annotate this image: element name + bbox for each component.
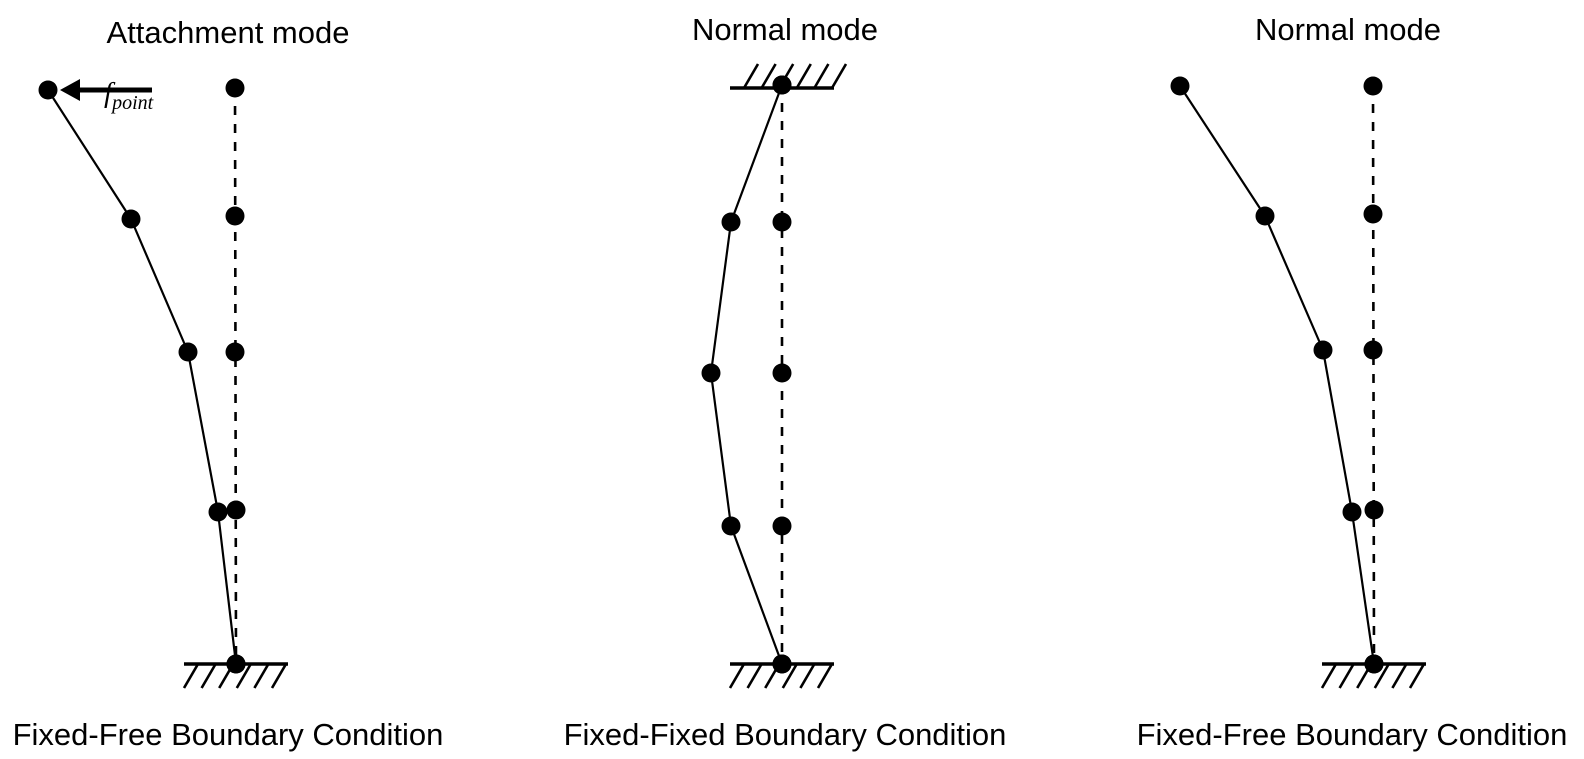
reference-node-marker bbox=[1363, 340, 1383, 360]
mode-node-marker bbox=[38, 80, 58, 100]
reference-node-marker bbox=[226, 500, 246, 520]
force-label: fpoint bbox=[104, 77, 154, 114]
force-arrow-head bbox=[60, 79, 80, 101]
support-hatch-line bbox=[182, 663, 200, 689]
support-hatch-line bbox=[830, 63, 848, 89]
force-annotation: fpoint bbox=[60, 77, 154, 114]
panel-title: Attachment mode bbox=[107, 15, 350, 50]
reference-node-marker bbox=[772, 212, 792, 232]
support-hatch-line bbox=[1408, 663, 1426, 689]
reference-node-marker bbox=[772, 363, 792, 383]
support-hatch-line bbox=[760, 63, 777, 89]
undeformed-reference-line bbox=[233, 87, 238, 665]
mode-node-marker bbox=[772, 654, 792, 674]
mode-node-marker bbox=[721, 516, 741, 536]
support-hatch-line bbox=[742, 63, 760, 89]
panel-title: Normal mode bbox=[1255, 12, 1441, 47]
support-hatch-line bbox=[813, 63, 830, 89]
support-hatch-line bbox=[816, 663, 834, 689]
reference-node-marker bbox=[225, 78, 245, 98]
support-hatch-line bbox=[1338, 663, 1355, 689]
support-hatch-line bbox=[728, 663, 746, 689]
support-hatch-line bbox=[200, 663, 217, 689]
support-hatch-line bbox=[1373, 663, 1390, 689]
support-hatch-line bbox=[746, 663, 763, 689]
mode-node-marker bbox=[1170, 76, 1190, 96]
support-hatch-line bbox=[1320, 663, 1338, 689]
mode-node-marker bbox=[1364, 654, 1384, 674]
mode-node-marker bbox=[1255, 206, 1275, 226]
support-hatch-line bbox=[1391, 663, 1408, 689]
support-hatch-line bbox=[781, 663, 798, 689]
mode-node-marker bbox=[772, 75, 792, 95]
panel-title: Normal mode bbox=[692, 12, 878, 47]
support-hatch-line bbox=[270, 663, 288, 689]
mode-node-marker bbox=[1342, 502, 1362, 522]
mode-node-marker bbox=[226, 654, 246, 674]
mode-node-marker bbox=[721, 212, 741, 232]
mode-shape-curve bbox=[46, 88, 238, 666]
mode-node-marker bbox=[121, 209, 141, 229]
undeformed-reference-line bbox=[1371, 85, 1376, 665]
mode-node-marker bbox=[701, 363, 721, 383]
mode-shape-curve bbox=[1178, 84, 1376, 666]
mode-shape-curve bbox=[709, 83, 784, 666]
reference-node-marker bbox=[225, 206, 245, 226]
mode-node-marker bbox=[1313, 340, 1333, 360]
panel-caption: Fixed-Fixed Boundary Condition bbox=[564, 717, 1007, 752]
reference-node-marker bbox=[1363, 204, 1383, 224]
support-hatch-line bbox=[253, 663, 270, 689]
mode-node-marker bbox=[208, 502, 228, 522]
reference-node-marker bbox=[1363, 76, 1383, 96]
support-hatch-line bbox=[235, 663, 252, 689]
panel-caption: Fixed-Free Boundary Condition bbox=[1137, 717, 1568, 752]
reference-node-marker bbox=[772, 516, 792, 536]
panel-caption: Fixed-Free Boundary Condition bbox=[13, 717, 444, 752]
support-hatch-line bbox=[799, 663, 816, 689]
reference-node-marker bbox=[1364, 500, 1384, 520]
mode-node-marker bbox=[178, 342, 198, 362]
support-hatch-line bbox=[795, 63, 812, 89]
reference-node-marker bbox=[225, 342, 245, 362]
force-label-subscript: point bbox=[110, 92, 154, 114]
